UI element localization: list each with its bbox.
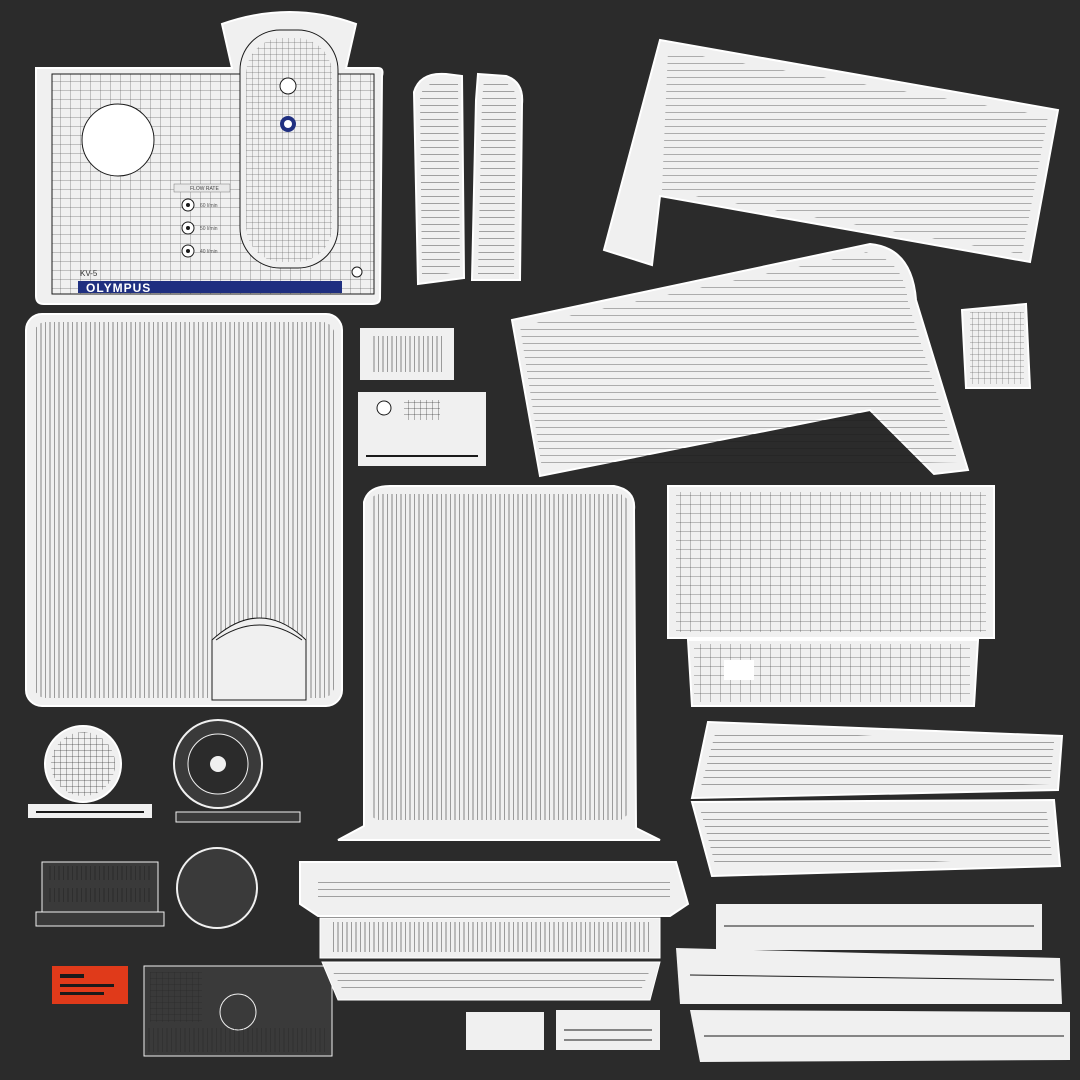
flow-rate-50: 50 l/min <box>200 226 218 232</box>
olympus-logo-icon <box>280 116 296 132</box>
brand-bar <box>78 281 342 293</box>
island-front-panel <box>337 485 661 841</box>
island-grill <box>35 861 165 927</box>
island-dial-sphere <box>28 725 152 818</box>
panel-circle-port <box>81 103 155 177</box>
island-top-cover-2 <box>510 242 970 478</box>
island-side-panel-left <box>25 313 343 707</box>
island-tile-1 <box>360 328 454 380</box>
island-warning-label <box>52 966 128 1004</box>
island-round-cap <box>176 847 258 929</box>
island-tile-2 <box>358 392 486 466</box>
island-strip-right <box>470 72 524 281</box>
flow-rate-40: 40 l/min <box>200 249 218 255</box>
brand-label: OLYMPUS <box>86 281 151 295</box>
island-top-cover-1 <box>602 38 1060 267</box>
dial-knob-icon <box>181 198 195 258</box>
island-strip-left <box>412 72 466 286</box>
island-misc-dark <box>143 965 333 1057</box>
island-rails <box>299 861 690 1001</box>
model-label: KV-5 <box>80 269 98 278</box>
island-small-clip <box>960 302 1032 389</box>
flow-rate-label: FLOW RATE <box>190 186 219 192</box>
island-bottom-chips <box>466 1010 660 1050</box>
flow-rate-60: 60 l/min <box>200 203 218 209</box>
island-dial-knob <box>173 719 301 823</box>
island-handle-2 <box>690 798 1062 878</box>
island-control-panel: FLOW RATE 60 l/min 50 l/min 40 l/min KV-… <box>35 11 384 305</box>
island-long-strips <box>676 904 1070 1062</box>
island-handle-1 <box>690 720 1064 800</box>
island-top-box <box>667 485 995 707</box>
